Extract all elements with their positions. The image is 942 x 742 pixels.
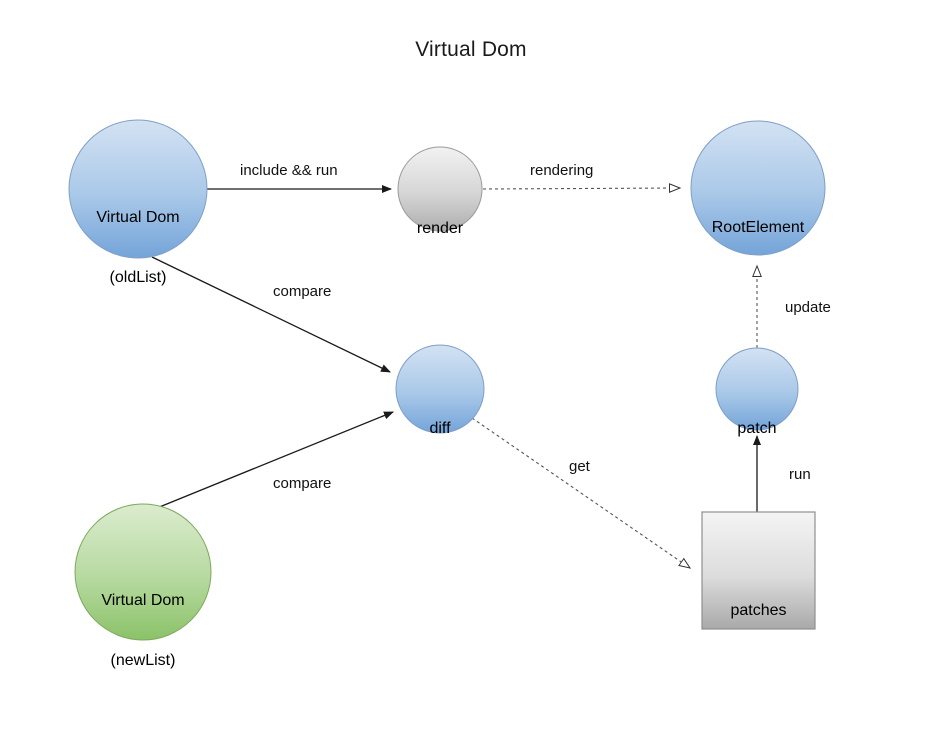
- edge-label-run: run: [789, 466, 811, 483]
- edge-label-include-run: include && run: [240, 162, 338, 179]
- edge-render-to-root: [482, 183, 682, 193]
- edge-old-to-diff: [151, 256, 391, 373]
- edge-diff-to-patches: [471, 417, 692, 569]
- edge-new-to-diff: [156, 411, 394, 509]
- page-title: Virtual Dom: [415, 38, 527, 61]
- node-patches[interactable]: [701, 511, 816, 630]
- edge-label-get: get: [569, 458, 590, 475]
- edge-label-update: update: [785, 299, 831, 316]
- edge-label-compare-new: compare: [273, 475, 332, 492]
- node-patch[interactable]: [715, 347, 799, 431]
- node-old-list[interactable]: [68, 119, 208, 259]
- edge-label-rendering: rendering: [530, 162, 594, 179]
- node-render[interactable]: [397, 146, 483, 232]
- edge-label-compare-old: compare: [273, 283, 332, 300]
- node-diff[interactable]: [395, 344, 485, 434]
- node-new-list[interactable]: [74, 503, 212, 641]
- node-root-element[interactable]: [690, 120, 826, 256]
